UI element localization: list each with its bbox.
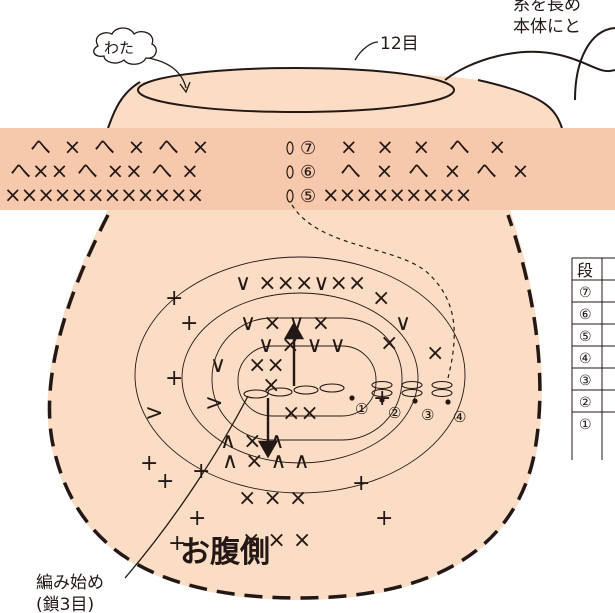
- round-4-outline: [134, 256, 466, 494]
- join-dots: [349, 395, 451, 405]
- svg-text:××: ××: [282, 401, 319, 426]
- band-row7-num: ⑦: [300, 138, 316, 159]
- top-opening: [137, 67, 455, 113]
- band-chain-5: [286, 189, 294, 203]
- direction-arrows: [257, 321, 305, 459]
- body-lower: [47, 210, 542, 600]
- corner-text-1: 糸を長め: [513, 0, 581, 15]
- start-label-2: (鎖3目): [36, 595, 94, 613]
- svg-text:+: +: [192, 459, 210, 484]
- svg-text:+: +: [188, 506, 206, 531]
- corner-text-2: 本体にと: [513, 17, 581, 37]
- table-row: ④: [579, 351, 592, 367]
- svg-text:+: +: [165, 366, 183, 391]
- table-header: 段: [577, 261, 593, 280]
- band-row5-num: ⑤: [300, 186, 316, 207]
- table-row: ①: [579, 417, 592, 433]
- svg-text:>: >: [205, 391, 223, 416]
- rows-table: [571, 257, 615, 460]
- round-3-number: ③: [421, 406, 434, 424]
- stitch-band: [0, 128, 615, 210]
- round-1-outline: [237, 345, 377, 417]
- svg-text:×: ×: [380, 331, 398, 356]
- round-4-number: ④: [453, 408, 466, 426]
- round-2-number: ②: [388, 404, 401, 422]
- svg-text:∨: ∨: [210, 353, 226, 378]
- svg-text:××: ××: [248, 353, 285, 378]
- svg-text:∨: ∨: [395, 311, 411, 336]
- band-chain-6: [286, 165, 294, 179]
- band-row6-num: ⑥: [300, 162, 316, 183]
- table-row: ⑦: [579, 285, 592, 301]
- start-leader: [124, 395, 249, 579]
- wata-arrow-head: [179, 81, 191, 94]
- band-row6-left: へ×× へ ×× へ ×: [10, 159, 200, 183]
- svg-text:+: +: [156, 469, 174, 494]
- body-dashed-outline: [47, 214, 542, 600]
- svg-text:×: ×: [372, 286, 390, 311]
- svg-text:× × ×: × × ×: [242, 528, 311, 553]
- round-1-number: ①: [355, 400, 368, 418]
- table-row: ⑥: [579, 307, 592, 323]
- svg-text:+: +: [168, 531, 186, 556]
- table-row: ③: [579, 373, 592, 389]
- band-row7-right: × × × へ ×: [340, 135, 512, 159]
- yarn-tail: [444, 27, 615, 101]
- svg-text:+: +: [180, 311, 198, 336]
- band-row5-left: ××××××××××××: [4, 183, 203, 207]
- svg-text:+: +: [375, 506, 393, 531]
- svg-text:∨ ×××∨××: ∨ ×××∨××: [235, 271, 366, 296]
- round-3-outline: [181, 292, 419, 464]
- top-stitches-label: 12目: [380, 34, 419, 54]
- band-row5-right: ×××××××××: [322, 183, 471, 207]
- wata-arrow: [147, 57, 187, 89]
- svg-text:+: +: [140, 451, 158, 476]
- belly-side-label: お腹側: [180, 535, 270, 570]
- svg-text:+: +: [352, 471, 370, 496]
- svg-text:× × ×: × × ×: [238, 486, 307, 511]
- band-chain-7: [286, 141, 294, 155]
- svg-text:+: +: [165, 286, 183, 311]
- table-row: ②: [579, 395, 592, 411]
- round-2-outline: [211, 317, 403, 441]
- yarn-path: [291, 204, 455, 379]
- top-stitches-leader: [354, 41, 379, 61]
- band-row6-right: へ × へ × へ ×: [340, 159, 533, 183]
- svg-text:>: >: [145, 401, 163, 426]
- table-row: ⑤: [579, 329, 592, 345]
- center-chains: [243, 380, 453, 399]
- start-label-1: 編み始め: [36, 573, 104, 593]
- svg-text:×: ×: [426, 341, 444, 366]
- wata-label: わた: [104, 39, 134, 57]
- svg-text:∨ × ∨ ×: ∨ × ∨ ×: [240, 311, 330, 336]
- band-row7-left: へ × へ × へ ×: [30, 135, 212, 159]
- wata-cloud: [93, 27, 157, 65]
- body-outline: [107, 79, 563, 129]
